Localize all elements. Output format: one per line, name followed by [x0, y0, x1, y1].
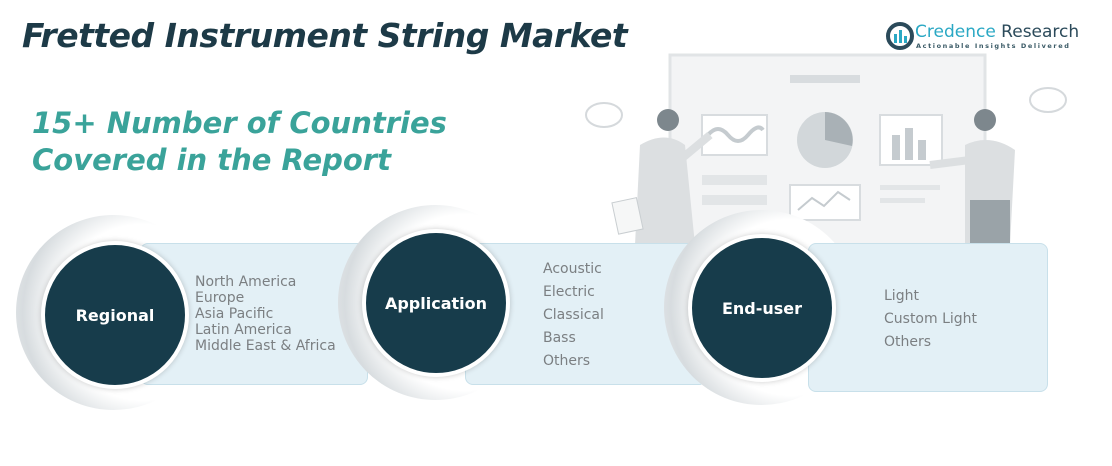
list-item: Electric [543, 284, 595, 300]
list-item: Asia Pacific [195, 306, 274, 322]
logo-name: Credence Research [915, 22, 1080, 42]
list-item: Europe [195, 290, 245, 306]
regional-circle: Regional [41, 241, 189, 389]
list-item: North America [195, 274, 297, 290]
list-item: Others [543, 353, 591, 369]
list-item: Bass [543, 330, 576, 346]
list-item: Latin America [195, 322, 292, 338]
subtitle-line-1: 15+ Number of Countries [32, 106, 447, 140]
end-user-circle: End-user [688, 234, 836, 382]
list-item: Light [884, 288, 919, 304]
logo-tagline: Actionable Insights Delivered [916, 42, 1071, 50]
page-title: Fretted Instrument String Market [22, 16, 628, 55]
regional-items: North America Europe Asia Pacific Latin … [195, 274, 336, 354]
presentation-illustration [585, 53, 1067, 247]
subtitle-line-2: Covered in the Report [32, 143, 391, 177]
application-circle: Application [362, 229, 510, 377]
end-user-items: Light Custom Light Others [884, 288, 977, 357]
end-user-box [808, 243, 1048, 392]
application-items: Acoustic Electric Classical Bass Others [543, 261, 604, 376]
list-item: Middle East & Africa [195, 338, 336, 354]
list-item: Classical [543, 307, 604, 323]
logo-icon [886, 22, 914, 50]
list-item: Others [884, 334, 932, 350]
list-item: Custom Light [884, 311, 978, 327]
list-item: Acoustic [543, 261, 602, 277]
